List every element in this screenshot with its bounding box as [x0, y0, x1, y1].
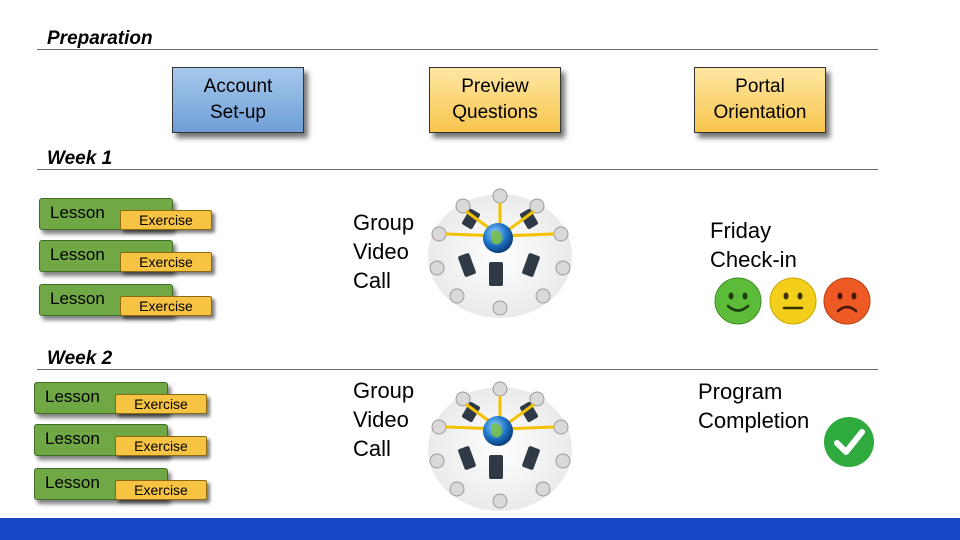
- lesson-label: Lesson: [45, 473, 100, 492]
- footer-bar: [0, 518, 960, 540]
- week2-exercise-2: Exercise: [115, 436, 207, 456]
- week1-exercise-2: Exercise: [120, 252, 212, 272]
- call-line: Group: [353, 210, 415, 235]
- completion-line: Program: [698, 379, 783, 404]
- friday-checkin-text: Friday Check-in: [710, 216, 797, 274]
- preview-questions-box: Preview Questions: [429, 67, 561, 133]
- week2-exercise-3: Exercise: [115, 480, 207, 500]
- week2-group-call-illustration: [428, 381, 572, 511]
- week1-group-call-illustration: [428, 188, 572, 318]
- smiley-sad-icon: [823, 277, 871, 325]
- call-line: Video: [353, 407, 409, 432]
- checkin-line: Check-in: [710, 247, 797, 272]
- lesson-label: Lesson: [50, 289, 105, 308]
- week1-exercise-1: Exercise: [120, 210, 212, 230]
- portal-orientation-label: Portal Orientation: [713, 76, 807, 123]
- smiley-neutral-icon: [769, 277, 817, 325]
- divider-week1: [37, 169, 878, 170]
- account-setup-box: Account Set-up: [172, 67, 304, 133]
- preview-questions-label: Preview Questions: [452, 76, 538, 123]
- checkmark-icon: [824, 417, 874, 467]
- program-completion-text: Program Completion: [698, 377, 809, 435]
- week1-group-video-call-text: Group Video Call: [353, 208, 414, 295]
- call-line: Call: [353, 436, 391, 461]
- smiley-happy-icon: [714, 277, 762, 325]
- checkin-line: Friday: [710, 218, 772, 243]
- divider-preparation: [37, 49, 878, 50]
- lesson-label: Lesson: [45, 429, 100, 448]
- week2-exercise-1: Exercise: [115, 394, 207, 414]
- completion-line: Completion: [698, 408, 810, 433]
- call-line: Call: [353, 268, 391, 293]
- section-title-preparation: Preparation: [47, 28, 153, 49]
- lesson-label: Lesson: [50, 245, 105, 264]
- portal-orientation-box: Portal Orientation: [694, 67, 826, 133]
- account-setup-label: Account Set-up: [203, 76, 273, 123]
- section-title-week2: Week 2: [47, 348, 113, 369]
- lesson-label: Lesson: [50, 203, 105, 222]
- divider-week2: [37, 369, 878, 370]
- call-line: Video: [353, 239, 409, 264]
- week2-group-video-call-text: Group Video Call: [353, 376, 414, 463]
- call-line: Group: [353, 378, 415, 403]
- lesson-label: Lesson: [45, 387, 100, 406]
- section-title-week1: Week 1: [47, 148, 113, 169]
- week1-exercise-3: Exercise: [120, 296, 212, 316]
